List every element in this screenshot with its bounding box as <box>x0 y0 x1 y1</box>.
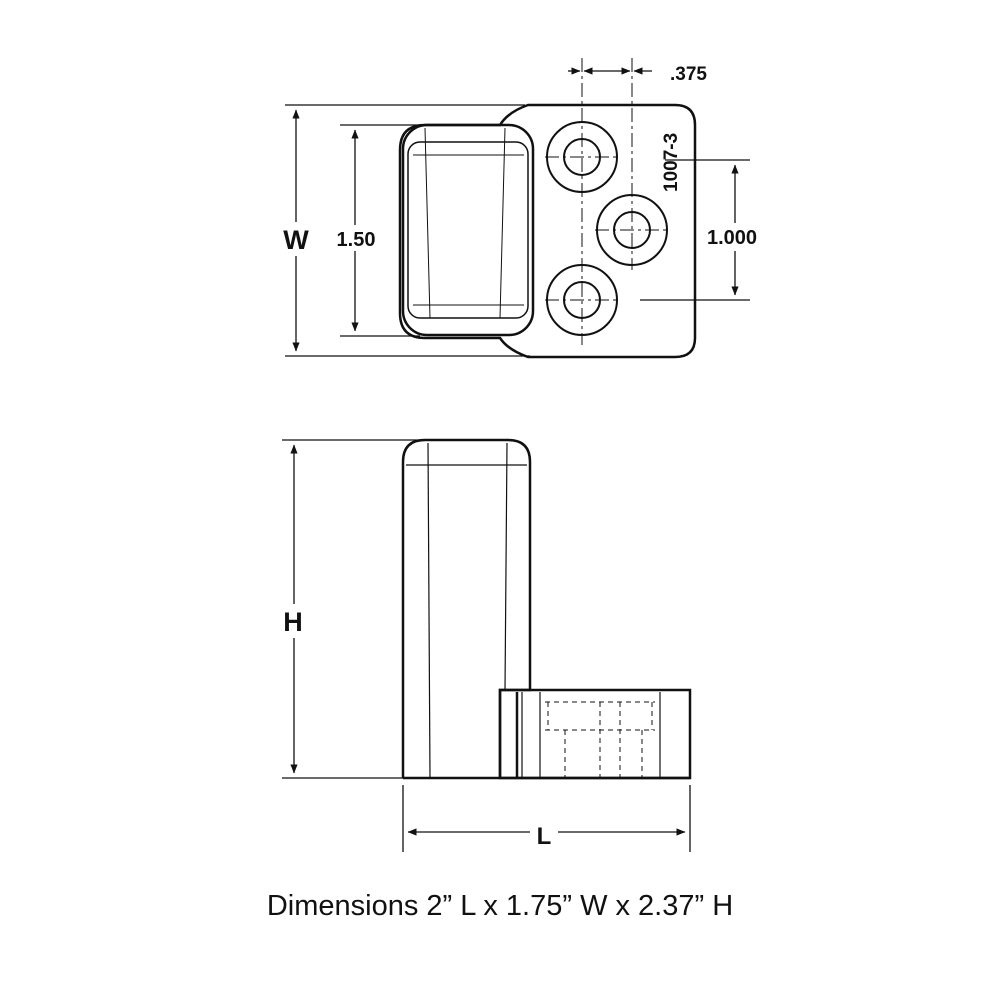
post-outer <box>401 123 535 337</box>
height-label: H <box>283 607 303 637</box>
post-inner <box>407 141 529 319</box>
center-lines <box>545 58 670 345</box>
length-label: L <box>537 823 552 850</box>
hole-offset-label: .375 <box>670 64 707 85</box>
dimensions-caption: Dimensions 2” L x 1.75” W x 2.37” H <box>266 890 734 922</box>
side-base <box>498 688 692 780</box>
top-view <box>398 58 697 359</box>
width-label: W <box>283 225 309 255</box>
side-post <box>401 438 532 778</box>
inner-width-label: 1.50 <box>337 229 376 251</box>
hidden-lines <box>545 701 655 778</box>
side-view <box>401 438 692 780</box>
part-number-label: 1007-3 <box>661 133 682 192</box>
hole-spacing-label: 1.000 <box>707 227 757 249</box>
